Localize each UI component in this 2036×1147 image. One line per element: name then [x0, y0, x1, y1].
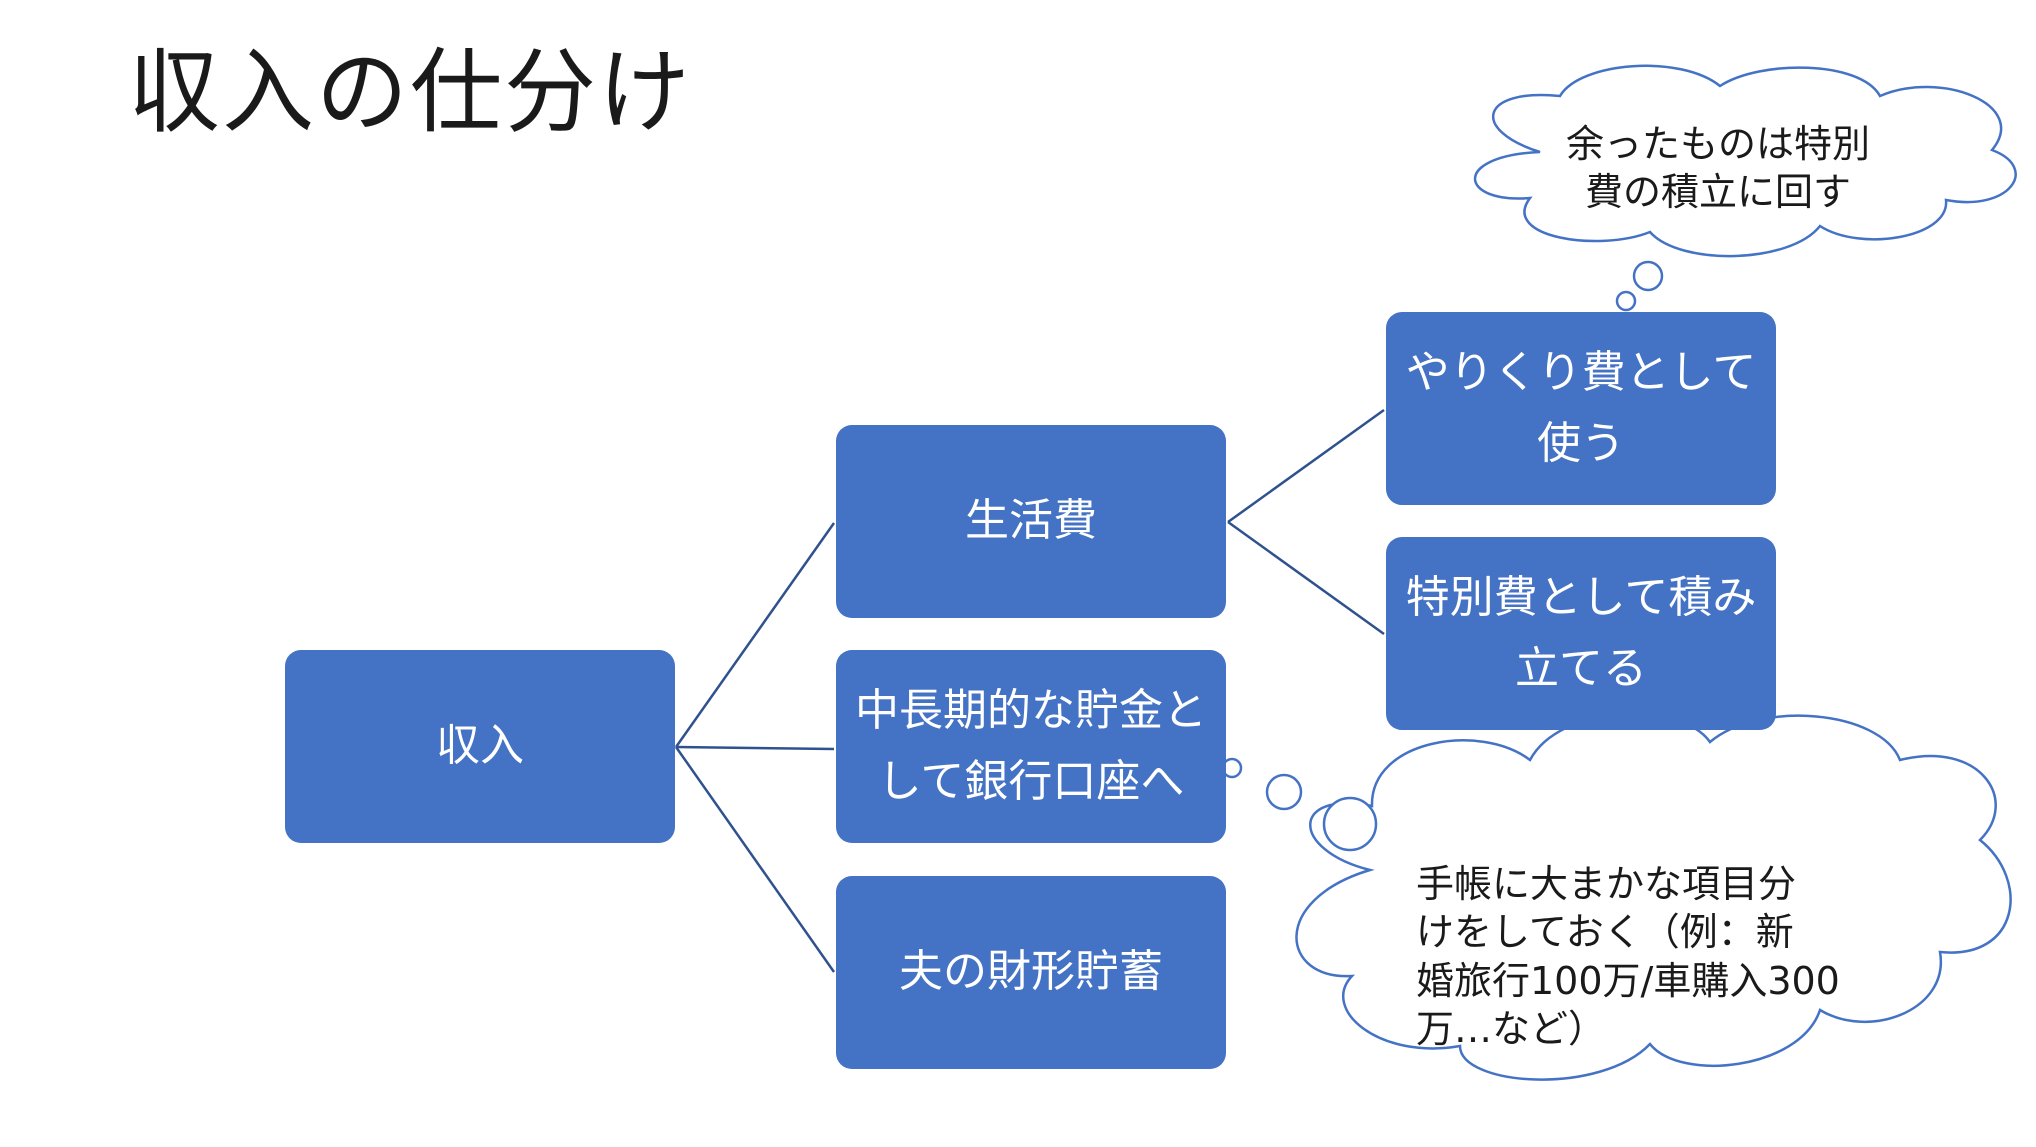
callout-bottom-line: 婚旅行100万/車購入300: [1416, 958, 1840, 1003]
connector-living-special: [1227, 520, 1385, 636]
connector-living-yarikuri: [1227, 408, 1385, 524]
callout-bottom-text: 手帳に大まかな項目分 けをしておく（例：新 婚旅行100万/車購入300 万…な…: [1416, 860, 1840, 1053]
connector-income-husband: [674, 746, 836, 973]
connector-income-savings: [675, 745, 835, 751]
thought-bubble-bottom-2: [1265, 773, 1303, 811]
thought-cloud-bottom: [1221, 712, 2012, 1081]
callout-top-line: 余ったものは特別: [1566, 122, 1871, 166]
thought-cloud-top: [1474, 64, 2017, 323]
callout-top-text: 余ったものは特別 費の積立に回す: [1566, 120, 1870, 217]
node-income: 収入: [285, 650, 675, 843]
node-special-expenses: 特別費として積み立てる: [1386, 537, 1776, 730]
callout-top-line: 費の積立に回す: [1585, 170, 1852, 215]
thought-bubble-top-1: [1632, 260, 1664, 292]
page-title: 収入の仕分け: [128, 39, 693, 146]
callout-bottom-line: けをしておく（例：新: [1416, 910, 1794, 955]
callout-bottom-line: 万…など）: [1416, 1006, 1607, 1051]
connector-income-living: [674, 522, 836, 748]
node-living-expenses: 生活費: [836, 425, 1226, 618]
node-household-budget: やりくり費として使う: [1386, 312, 1776, 505]
node-husband-savings: 夫の財形貯蓄: [836, 876, 1226, 1069]
thought-bubble-bottom-1: [1322, 796, 1378, 852]
node-long-term-savings: 中長期的な貯金として銀行口座へ: [836, 650, 1226, 843]
thought-bubble-top-2: [1615, 290, 1637, 312]
callout-bottom-line: 手帳に大まかな項目分: [1416, 862, 1797, 906]
